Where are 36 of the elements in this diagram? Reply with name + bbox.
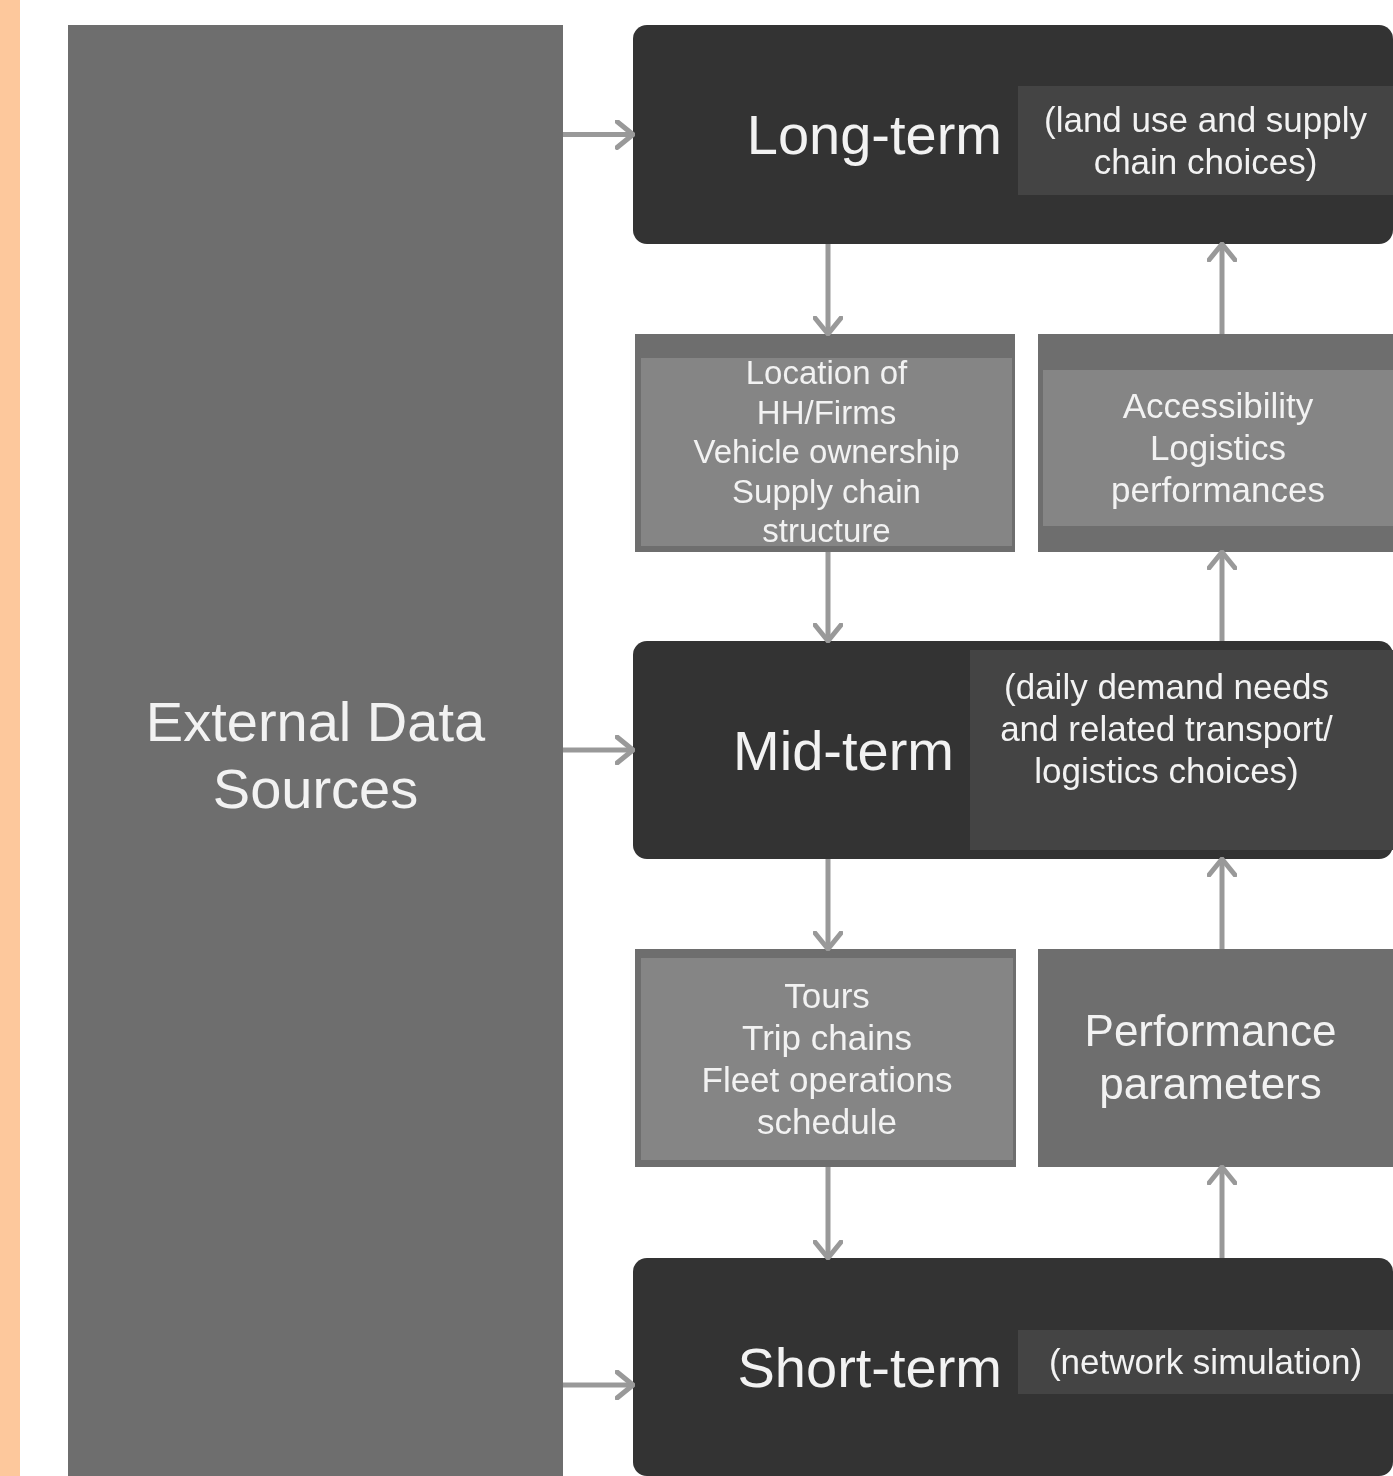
box-text: Accessibility xyxy=(1122,385,1314,427)
box-text: Fleet operations schedule xyxy=(700,1059,954,1143)
arrow xyxy=(563,734,636,766)
box-text: Logistics performances xyxy=(1110,427,1326,511)
arrow xyxy=(1206,549,1238,641)
arrow xyxy=(812,552,844,644)
arrow xyxy=(812,859,844,952)
box-text: Supply chain structure xyxy=(731,471,922,551)
stage-box xyxy=(633,641,1393,859)
output-box xyxy=(635,949,1016,1167)
stage-title: Long-term xyxy=(745,102,1003,168)
arrow xyxy=(563,1369,636,1401)
stage-title: Mid-term xyxy=(732,717,955,784)
box-text: (daily demand needs and related transport/ logistics choices) xyxy=(999,666,1334,792)
arrow xyxy=(1206,241,1238,334)
box-text: Tours xyxy=(784,975,870,1017)
box-text: Vehicle ownership xyxy=(693,432,960,472)
box-text: Performance parameters xyxy=(1083,1005,1338,1110)
box-text: Trip chains xyxy=(742,1017,912,1059)
description-panel xyxy=(970,650,1393,850)
arrow xyxy=(812,244,844,337)
stage-box xyxy=(633,1258,1393,1476)
box-text: External Data Sources xyxy=(144,688,487,822)
feedback-box xyxy=(1038,949,1393,1167)
box-text: Location of HH/Firms xyxy=(744,353,909,433)
box-text: (land use and supply chain choices) xyxy=(1043,98,1368,183)
stage-box xyxy=(633,25,1393,244)
arrow xyxy=(1206,1164,1238,1258)
output-box xyxy=(635,334,1015,552)
stage-title: Short-term xyxy=(736,1334,1003,1401)
arrow xyxy=(563,119,636,150)
box-text: (network simulation) xyxy=(1047,1341,1364,1383)
arrow xyxy=(1206,856,1238,949)
source-panel xyxy=(68,25,563,1476)
feedback-box xyxy=(1038,334,1393,552)
arrow xyxy=(812,1167,844,1261)
